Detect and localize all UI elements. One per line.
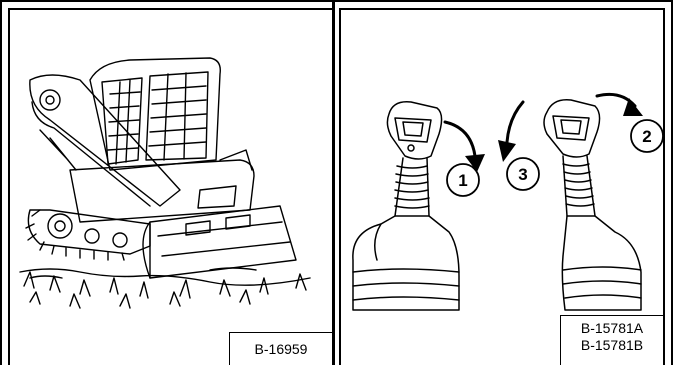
callout-2-circle bbox=[630, 119, 664, 153]
callout-3-label: 3 bbox=[518, 165, 527, 184]
callout-3-circle bbox=[506, 157, 540, 191]
callout-1-label: 1 bbox=[458, 171, 467, 190]
figure-panel-joysticks: 1 2 3 B-15781A B-15781B bbox=[334, 0, 673, 365]
figure-ref-text: B-16959 bbox=[254, 341, 308, 357]
figure-panel-loader: B-16959 bbox=[0, 0, 334, 365]
figure-frame-right: 1 2 3 B-15781A B-15781B bbox=[339, 8, 665, 365]
figure-ref-label-left: B-16959 bbox=[229, 332, 332, 365]
figure-ref-text-b: B-15781B bbox=[580, 337, 644, 353]
loader-illustration bbox=[19, 57, 311, 309]
figure-ref-label-right: B-15781A B-15781B bbox=[560, 315, 663, 365]
figure-ref-text-a: B-15781A bbox=[580, 320, 644, 336]
callout-2-label: 2 bbox=[642, 127, 651, 146]
figure-frame-left: B-16959 bbox=[8, 8, 332, 365]
callout-1-circle bbox=[446, 163, 480, 197]
joystick-illustration: 1 2 3 bbox=[352, 92, 664, 311]
